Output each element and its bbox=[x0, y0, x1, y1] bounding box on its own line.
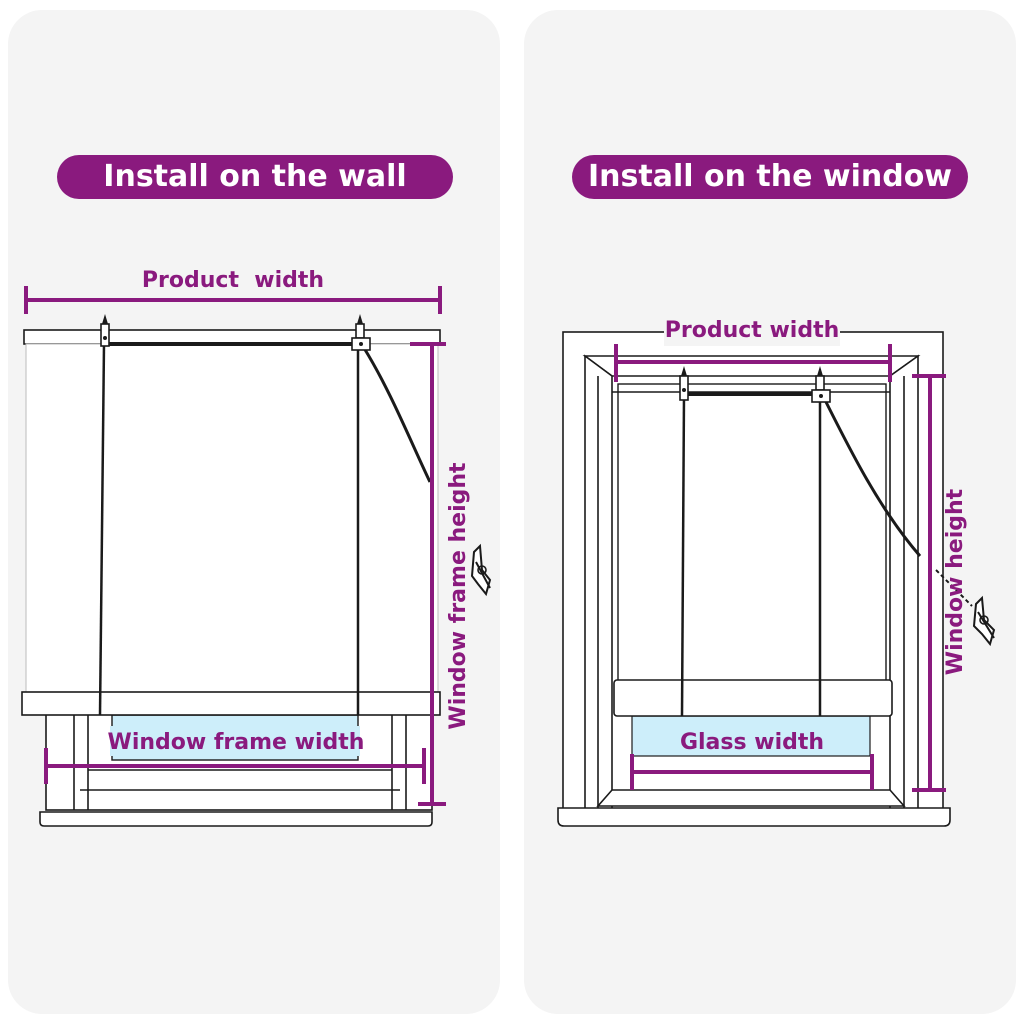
left-hook-2 bbox=[351, 314, 371, 351]
right-cord-cleat-icon bbox=[935, 569, 996, 647]
right-blind bbox=[613, 392, 922, 717]
left-frame-height-label: Window frame height bbox=[446, 462, 471, 730]
right-window-frame bbox=[562, 331, 944, 811]
right-window-sill bbox=[557, 807, 951, 827]
right-product-width-label-bg bbox=[664, 318, 840, 346]
right-hook-1 bbox=[679, 366, 689, 401]
left-title-badge: Install on the wall bbox=[57, 155, 453, 199]
left-product-width-dimension bbox=[24, 286, 442, 314]
left-window-sill bbox=[39, 811, 433, 827]
left-frame-width-dimension bbox=[44, 748, 426, 784]
right-glass-width-label: Glass width bbox=[680, 730, 824, 755]
right-product-width-dimension bbox=[614, 344, 892, 382]
left-frame-width-label: Window frame width bbox=[108, 730, 365, 755]
right-title: Install on the window bbox=[587, 159, 953, 194]
left-cord-cleat-icon bbox=[470, 543, 492, 597]
left-title: Install on the wall bbox=[103, 159, 407, 194]
right-product-width-label: Product width bbox=[665, 318, 840, 343]
left-blind bbox=[21, 329, 441, 716]
right-window-height-dimension bbox=[912, 374, 946, 792]
left-product-width-label: Product width bbox=[142, 268, 324, 293]
right-hook-2 bbox=[811, 366, 831, 403]
right-window-height-label: Window height bbox=[943, 488, 968, 675]
left-frame-width-label-bg bbox=[110, 726, 360, 756]
left-frame-height-dimension bbox=[410, 342, 446, 806]
right-glass-width-dimension bbox=[630, 754, 874, 790]
right-title-badge: Install on the window bbox=[572, 155, 968, 199]
left-hook-1 bbox=[100, 314, 110, 347]
